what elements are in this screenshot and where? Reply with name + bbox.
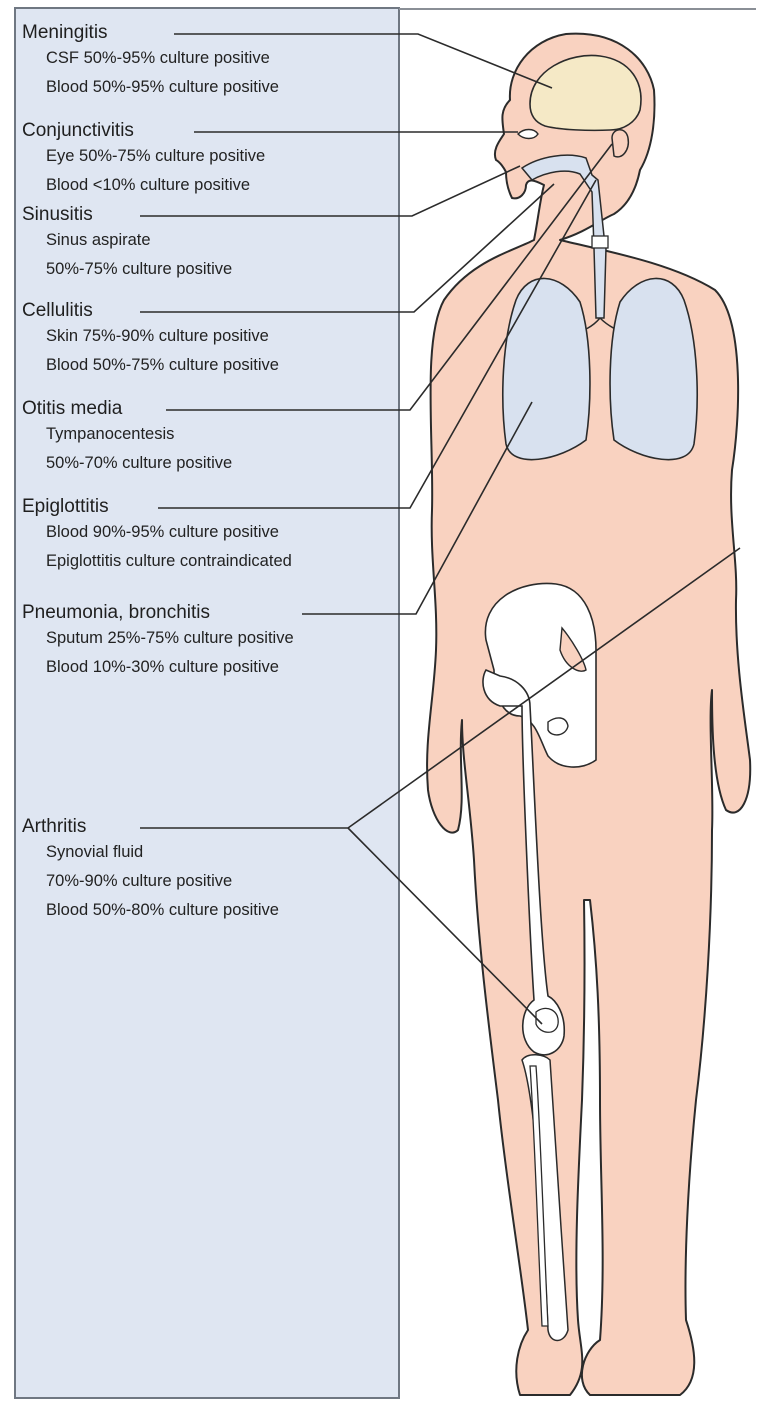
larynx — [592, 236, 608, 248]
right-lung — [610, 278, 697, 459]
eye — [518, 130, 538, 139]
